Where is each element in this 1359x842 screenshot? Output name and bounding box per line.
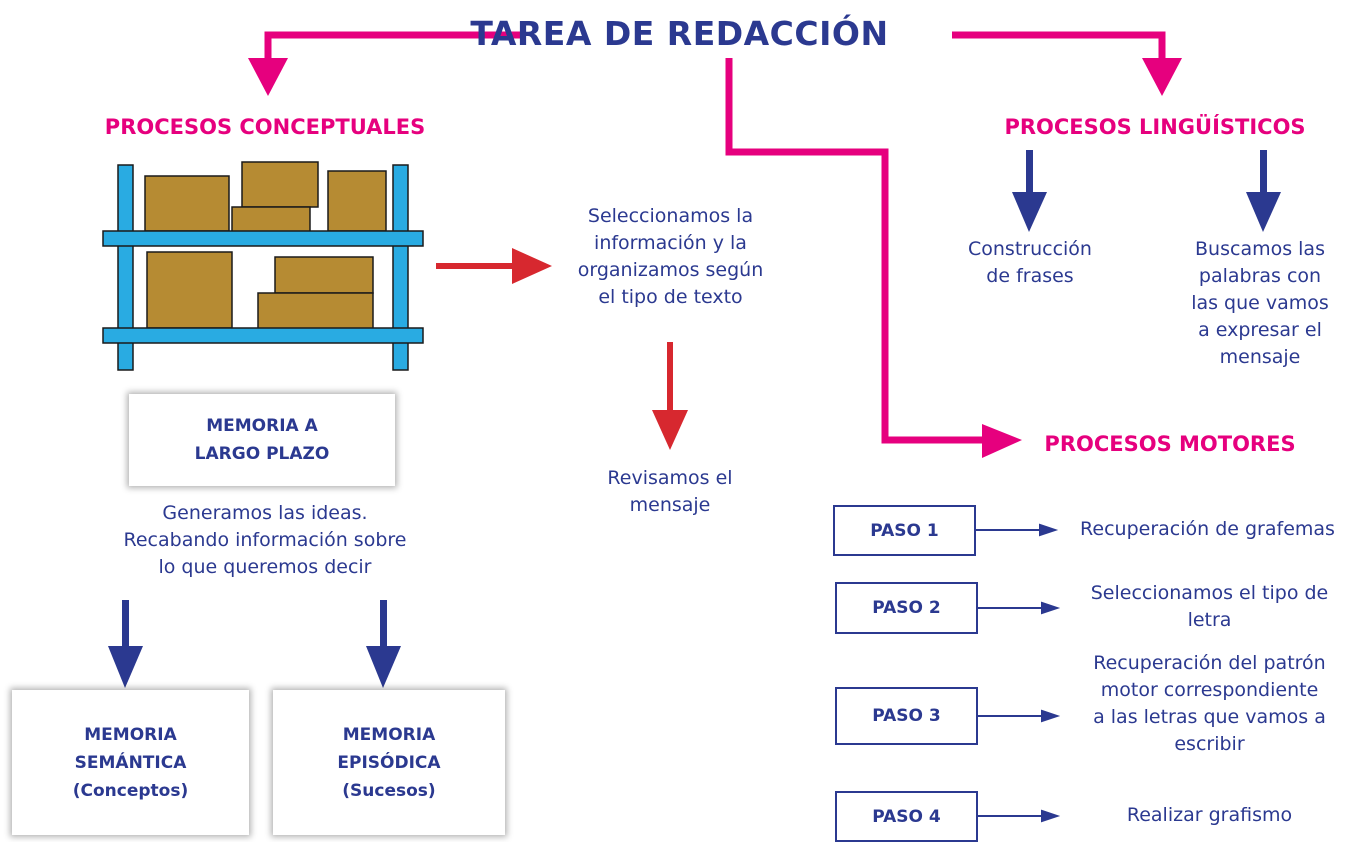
step-arrows [976, 523, 1061, 823]
navy-arrow-shaft-4 [380, 600, 387, 650]
shelf-upright-left [117, 164, 134, 371]
shelf-box [257, 292, 374, 330]
step-4-box: PASO 4 [835, 791, 978, 842]
word-search-text: Buscamos las palabras con las que vamos … [1191, 238, 1329, 368]
heading-linguistic-processes: PROCESOS LINGÜÍSTICOS [1004, 115, 1306, 139]
step-arrow-2-head [1041, 601, 1061, 615]
review-message-text: Revisamos el mensaje [607, 467, 733, 516]
heading-conceptual-processes: PROCESOS CONCEPTUALES [104, 115, 426, 139]
shelf-box [241, 161, 319, 208]
title-connectors [264, 31, 1166, 444]
shelf-box [274, 256, 374, 294]
box-semantic-memory-label: MEMORIA SEMÁNTICA (Conceptos) [72, 724, 189, 801]
box-semantic-memory: MEMORIA SEMÁNTICA (Conceptos) [12, 690, 249, 835]
heading-motor-processes: PROCESOS MOTORES [1044, 432, 1296, 456]
arrowhead-conceptual [248, 58, 288, 96]
arrowhead-motor [982, 424, 1022, 458]
navy-arrow-shaft-1 [1026, 150, 1033, 198]
warehouse-shelf-illustration [102, 161, 424, 371]
shelf-box [144, 175, 230, 232]
red-arrowhead-down [652, 410, 688, 450]
box-long-term-memory-label: MEMORIA A LARGO PLAZO [194, 416, 330, 464]
shelf-upright-right [392, 164, 409, 371]
step-1-text: Recuperación de grafemas [1080, 518, 1335, 540]
shelf-board-bottom [102, 327, 424, 344]
diagram-title: TAREA DE REDACCIÓN [470, 14, 889, 53]
red-arrowhead-right [512, 248, 552, 284]
step-1-box: PASO 1 [833, 505, 976, 556]
step-2-box: PASO 2 [835, 582, 978, 634]
step-4-text: Realizar grafismo [1126, 804, 1293, 826]
navy-arrow-shaft-3 [122, 600, 129, 650]
navy-arrowhead-1 [1012, 192, 1047, 232]
navy-arrowhead-2 [1246, 192, 1281, 232]
navy-down-arrows [108, 150, 1281, 688]
step-arrow-4-head [1041, 809, 1061, 823]
sentence-construction-text: Construcción de frases [968, 238, 1092, 287]
navy-arrowhead-3 [108, 646, 143, 688]
step-3-text: Recuperación del patrón motor correspond… [1093, 652, 1326, 755]
arrowhead-linguistic [1142, 58, 1182, 96]
generate-ideas-text: Generamos las ideas. Recabando informaci… [123, 502, 407, 578]
shelf-box [327, 170, 387, 232]
navy-arrowhead-4 [366, 646, 401, 688]
box-episodic-memory: MEMORIA EPISÓDICA (Sucesos) [273, 690, 505, 835]
box-long-term-memory: MEMORIA A LARGO PLAZO [129, 394, 395, 486]
box-episodic-memory-label: MEMORIA EPISÓDICA (Sucesos) [337, 724, 441, 801]
select-organize-text: Seleccionamos la información y la organi… [577, 205, 764, 308]
shelf-board-top [102, 230, 424, 247]
shelf-box [231, 206, 311, 235]
navy-arrow-shaft-2 [1260, 150, 1267, 198]
connector-to-linguistic [952, 31, 1166, 62]
step-2-text: Seleccionamos el tipo de letra [1090, 582, 1329, 631]
step-3-box: PASO 3 [835, 687, 978, 745]
step-arrow-3-head [1041, 709, 1061, 723]
step-arrow-1-head [1039, 523, 1059, 537]
connector-to-conceptual [264, 31, 525, 62]
shelf-box [146, 251, 233, 329]
connector-to-motor [725, 58, 990, 444]
